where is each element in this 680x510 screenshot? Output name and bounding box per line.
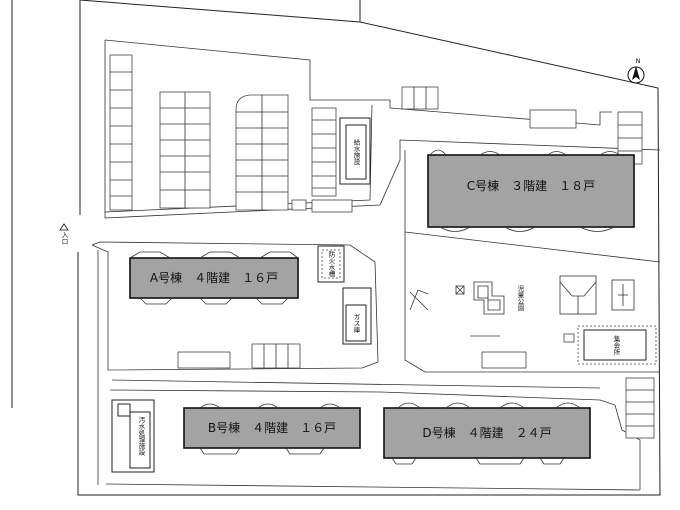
parking-right-bottom [625, 377, 655, 439]
building-c-shape [427, 149, 635, 232]
site-boundary [11, 0, 661, 496]
gas-storage-box [342, 287, 372, 345]
building-c-label: C号棟 ３階建 １８戸 [467, 178, 595, 193]
entrance-triangle-icon [59, 223, 69, 231]
meeting-hall-label: 集会所 [612, 334, 620, 356]
a-block-structures [177, 343, 301, 369]
park-elements [409, 275, 635, 369]
sewage-label: 汚水処理施設 [137, 416, 145, 457]
building-d-shape [383, 402, 591, 465]
water-supply-facility [339, 117, 371, 185]
water-supply-label: 給水施設 [352, 138, 360, 167]
fire-tank-box [317, 245, 345, 283]
building-b-shape [183, 403, 361, 455]
building-a-label: A号棟 ４階建 １６戸 [150, 270, 278, 285]
gas-storage-label: ガス庫 [352, 313, 360, 334]
sewage-facility-box [111, 399, 155, 473]
park-label: 児童公園 [516, 284, 524, 313]
meeting-hall-box [577, 325, 657, 365]
fire-tank-label: 防火水槽 [327, 250, 335, 278]
north-label: N [636, 57, 641, 65]
parking-left [109, 54, 353, 213]
north-arrow-icon [627, 66, 645, 84]
building-d-label: D号棟 ４階建 ２４戸 [422, 425, 551, 440]
building-b-label: B号棟 ４階建 １６戸 [208, 420, 336, 435]
building-a-shape [129, 251, 299, 305]
entrance-label: 入口 [60, 232, 68, 245]
